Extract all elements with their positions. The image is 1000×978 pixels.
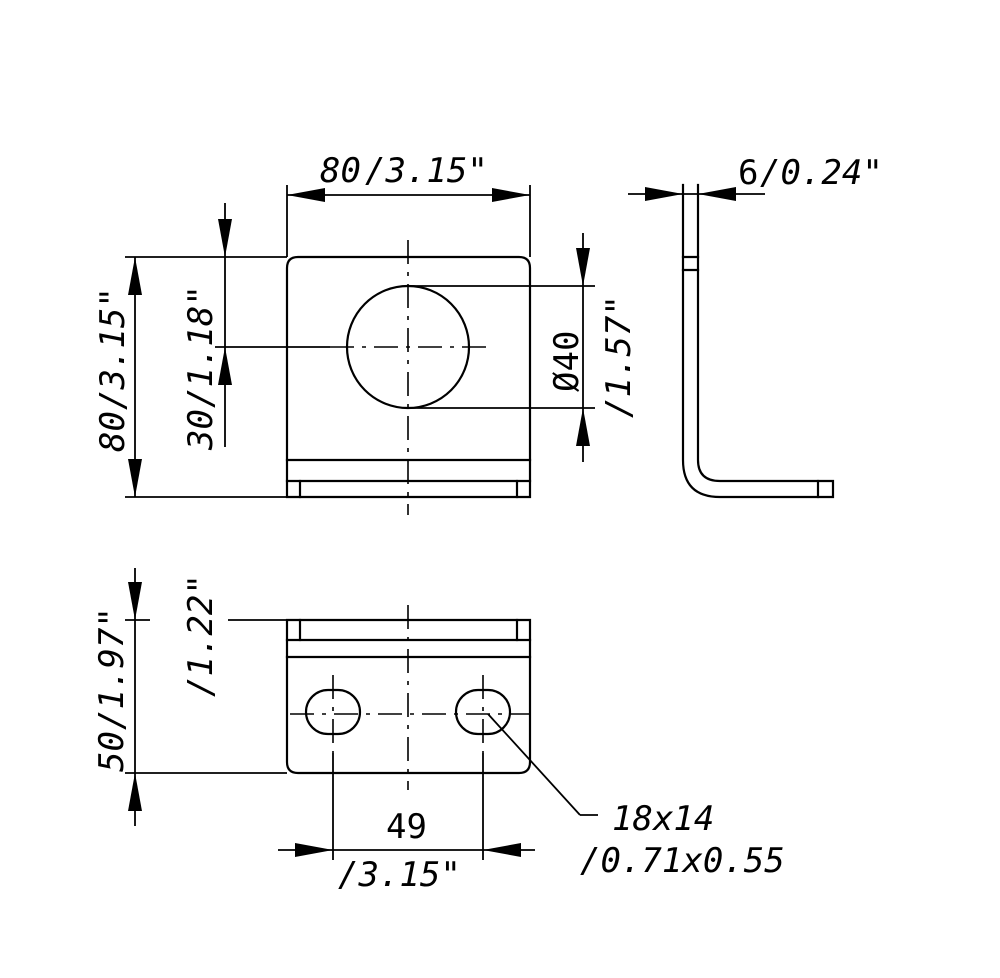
front-plate-outline	[285, 255, 532, 499]
thickness-mm: 6	[738, 153, 758, 193]
bottom-height-inch: /1.97"	[92, 607, 132, 730]
slot-spacing-inch: /3.15"	[338, 855, 461, 895]
front-view	[285, 240, 532, 515]
front-width-mm: 80	[320, 151, 361, 191]
bottom-inner-inch: /1.22"	[181, 574, 221, 697]
dim-front-width: 80 /3.15"	[286, 151, 531, 257]
side-profile	[681, 183, 835, 499]
slot-size-mm: 18x14	[612, 799, 714, 839]
front-width-inch: /3.15"	[365, 151, 488, 191]
leader-line	[487, 713, 581, 816]
arrow-right	[492, 188, 530, 202]
dim-front-height: 80 /3.15"	[93, 256, 287, 498]
front-height-inch: /3.15"	[93, 287, 133, 410]
arrow-left	[287, 188, 325, 202]
thickness-inch: /0.24"	[760, 153, 883, 193]
hole-offset-inch: /1.18"	[181, 285, 221, 408]
dim-slot-spacing: 49 /3.15"	[278, 753, 535, 895]
bottom-height-mm: 50	[92, 731, 132, 772]
slot-spacing-mm: 49	[386, 807, 427, 847]
hole-diameter-mm: Ø40	[547, 331, 587, 392]
slot-size-inch: /0.71x0.55	[580, 841, 785, 881]
dim-slot-size: 18x14 /0.71x0.55	[487, 713, 785, 881]
dim-thickness: 6 /0.24"	[628, 153, 883, 201]
dim-hole-offset: 30 /1.18"	[181, 203, 330, 451]
side-view	[681, 183, 835, 499]
dim-bottom-height: 50 /1.97" /1.22"	[92, 568, 287, 826]
front-height-mm: 80	[93, 411, 133, 452]
hole-diameter-inch: /1.57"	[599, 295, 639, 418]
bottom-view	[285, 605, 532, 790]
hole-offset-mm: 30	[181, 409, 221, 451]
dim-hole-diameter: Ø40 /1.57"	[408, 233, 639, 462]
bottom-plate-outline	[285, 618, 532, 775]
